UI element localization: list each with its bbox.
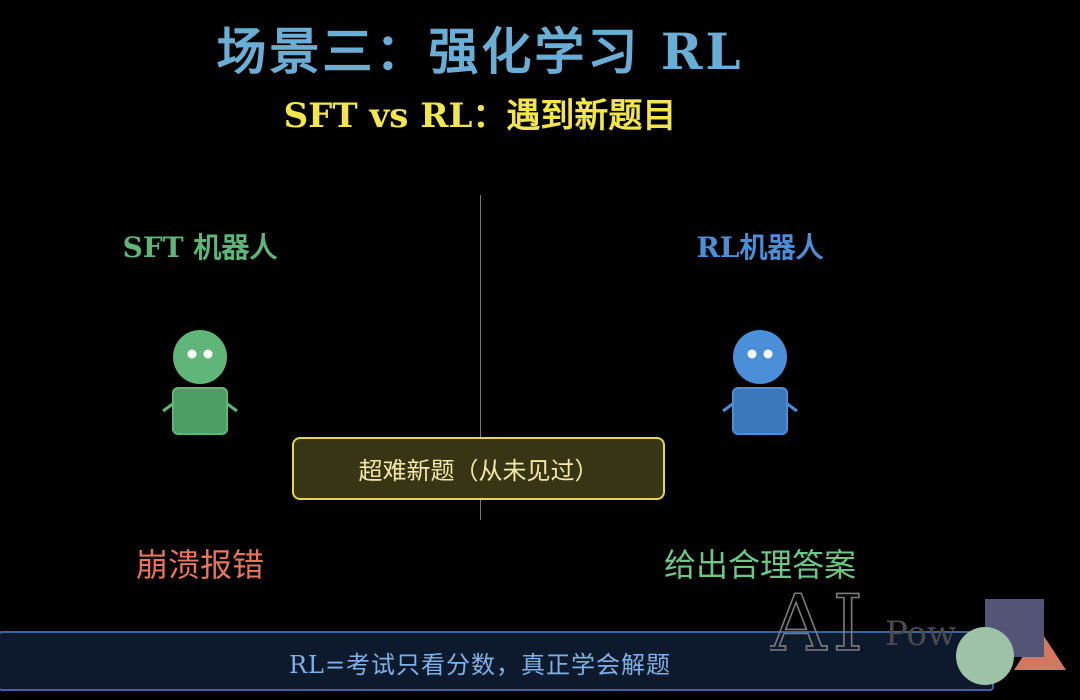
- slide-title: 场景三：强化学习 RL: [216, 22, 744, 81]
- sft-robot-eye-right: [203, 349, 213, 359]
- sft-robot-label: SFT 机器人: [122, 231, 278, 264]
- center-divider: [480, 195, 481, 520]
- rl-result: 给出合理答案: [663, 546, 856, 584]
- question-text: 超难新题（从未见过）: [358, 457, 599, 485]
- rl-robot-label: RL机器人: [696, 231, 824, 264]
- footer-text: RL=考试只看分数，真正学会解题: [288, 651, 672, 679]
- logo-ai-text: AI: [770, 579, 869, 669]
- rl-robot-eye-left: [747, 349, 757, 359]
- rl-robot-head: [733, 330, 787, 384]
- sft-robot-body: [172, 387, 228, 435]
- question-box: 超难新题（从未见过）: [292, 437, 665, 500]
- sft-robot-eye-left: [187, 349, 197, 359]
- logo-pow-text: Pow: [885, 614, 956, 654]
- footer-bar: [0, 631, 994, 691]
- sft-result: 崩溃报错: [135, 546, 264, 584]
- rl-robot-eye-right: [763, 349, 773, 359]
- sft-robot-icon: [162, 330, 238, 435]
- sft-robot-head: [173, 330, 227, 384]
- slide-subtitle: SFT vs RL：遇到新题目: [283, 96, 677, 136]
- rl-robot-icon: [722, 330, 798, 435]
- rl-robot-body: [732, 387, 788, 435]
- logo-circle: [956, 627, 1014, 685]
- ai-power-logo: AI Pow: [770, 578, 1066, 685]
